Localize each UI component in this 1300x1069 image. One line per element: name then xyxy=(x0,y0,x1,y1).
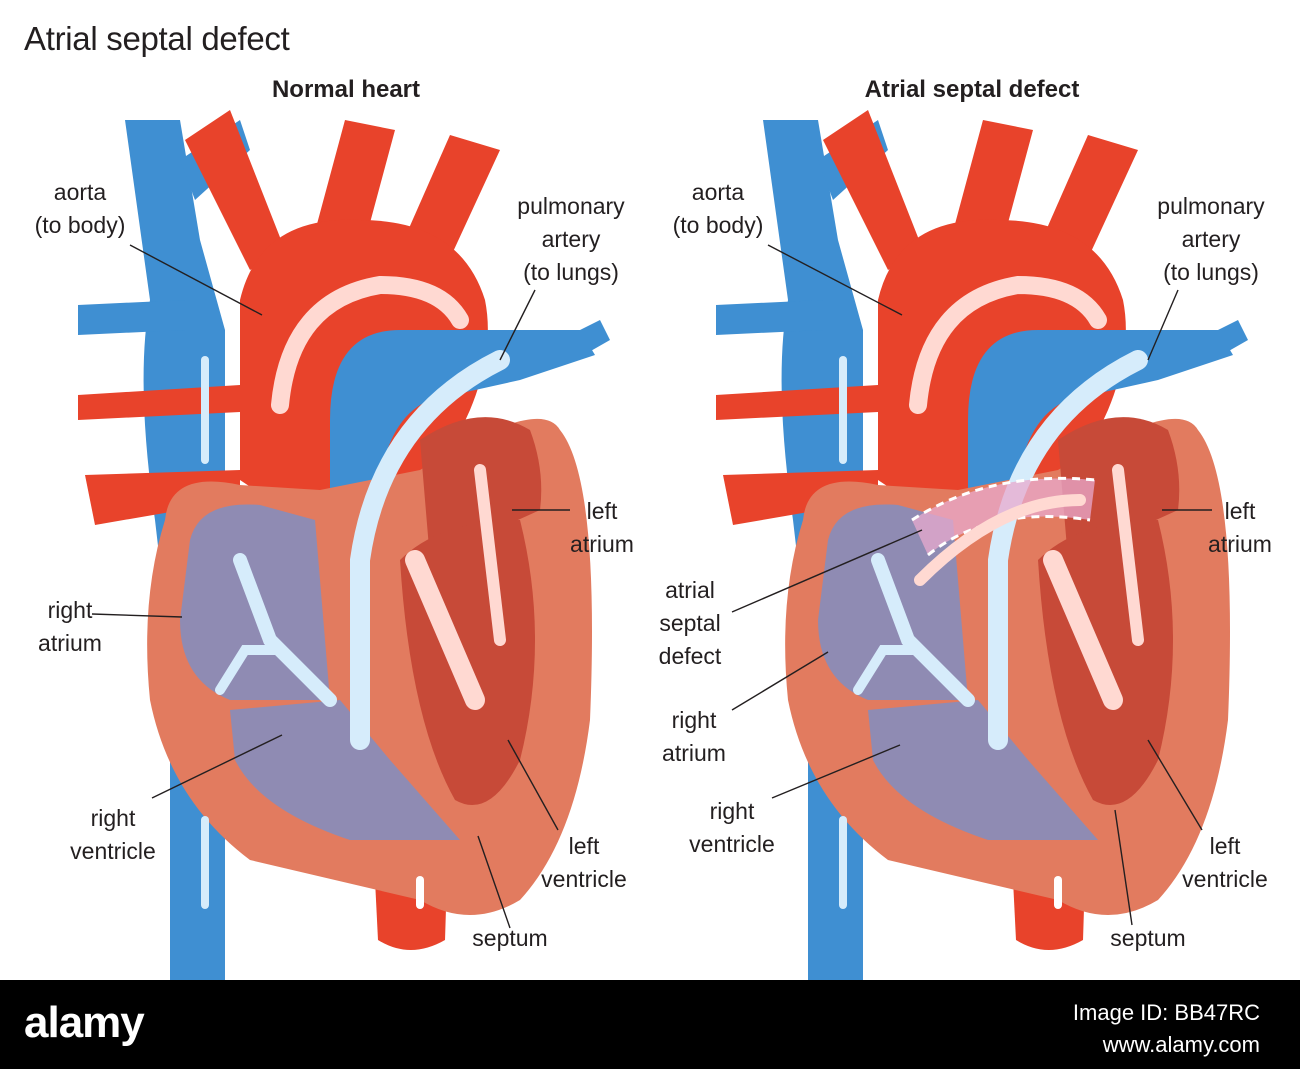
leader-pulmonary-right xyxy=(1147,289,1179,361)
label-aorta-right: aorta(to body) xyxy=(672,179,764,238)
footer-image-id: Image ID: BB47RC xyxy=(1072,1000,1260,1025)
footer-watermark: alamy xyxy=(24,998,145,1047)
footer-url: www.alamy.com xyxy=(1102,1032,1260,1057)
footer-bar: alamy Image ID: BB47RC www.alamy.com xyxy=(0,980,1300,1069)
leader-asd-right xyxy=(731,529,923,613)
label-septum-left: septum xyxy=(472,925,548,951)
leader-right-ventricle-right xyxy=(771,744,901,799)
leader-right-atrium-left xyxy=(91,613,183,618)
leader-aorta-left xyxy=(129,244,263,316)
label-aorta-left: aorta(to body) xyxy=(34,179,126,238)
normal-heart-heading: Normal heart xyxy=(271,76,421,103)
leader-septum-right xyxy=(1114,809,1133,926)
leader-right-ventricle-left xyxy=(151,734,283,799)
figure-title: Atrial septal defect xyxy=(24,20,290,57)
leader-left-ventricle-right xyxy=(1147,739,1203,831)
leader-septum-left xyxy=(477,835,511,929)
asd-shunt-dashed-line xyxy=(911,476,1096,522)
label-septum-right: septum xyxy=(1110,925,1186,951)
asd-shunt-dashed-line xyxy=(927,515,1091,557)
leader-pulmonary-left xyxy=(499,289,536,361)
leader-right-atrium-right xyxy=(731,651,829,711)
leader-left-ventricle-left xyxy=(507,739,559,831)
heart-illustrations xyxy=(0,0,1300,980)
asd-heading: Atrial septal defect xyxy=(864,76,1080,103)
leader-aorta-right xyxy=(767,244,903,316)
asd-flow-arrow xyxy=(914,494,1086,586)
